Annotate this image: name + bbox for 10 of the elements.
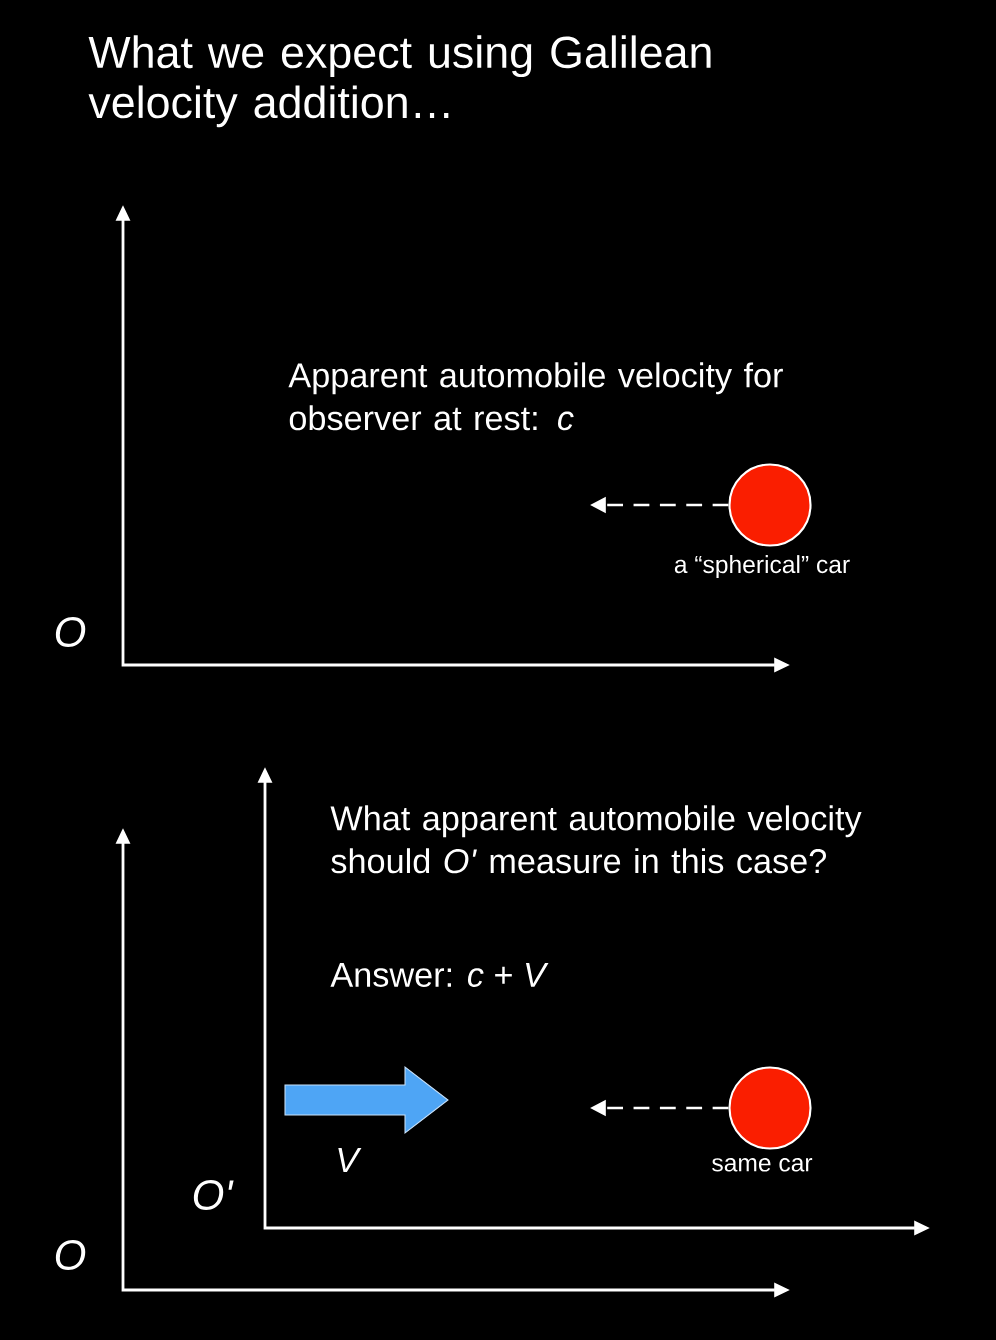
body-text: What apparent automobile velocity should O' measure in this case? [330, 805, 862, 874]
origin-label: O [55, 617, 86, 647]
title-text: What we expect using Galilean velocity addition… [88, 35, 711, 128]
origin-label: O [55, 1240, 86, 1270]
caption-text: a “spherical” car [674, 555, 850, 579]
origin-label: O' [193, 1180, 234, 1210]
caption-text: same car [712, 1158, 813, 1172]
answer-text: Answer: c + V [330, 963, 549, 987]
body-text: Apparent automobile velocity for observer at rest: c [288, 362, 783, 431]
velocity-label: V [338, 1147, 362, 1173]
